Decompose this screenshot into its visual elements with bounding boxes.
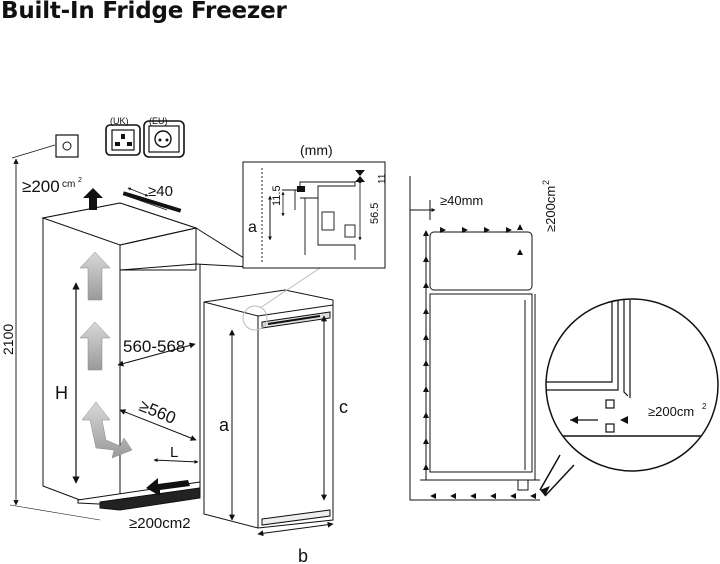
top-vent-arrow: ≥200 cm 2 <box>22 177 103 210</box>
unit-label: (mm) <box>300 142 333 158</box>
appliance-label-a: a <box>219 415 230 435</box>
depth-dimension: ≥560 <box>119 396 197 441</box>
bottom-vent-arrow: ≥200cm2 <box>129 478 191 532</box>
height-label: 2100 <box>0 324 16 355</box>
vent-top-unit: cm <box>62 179 75 190</box>
dim-11-5: 11.5 <box>271 185 283 206</box>
top-gap-bracket: ≥40 <box>122 183 182 213</box>
appliance-label-c: c <box>339 397 348 417</box>
H-label: H <box>55 383 68 403</box>
detail-box: (mm) a 11.5 56.5 11 <box>242 142 388 269</box>
dim-56-5: 56.5 <box>369 203 381 224</box>
detail-label-a: a <box>248 219 257 236</box>
airflow-arrows <box>79 251 133 459</box>
eu-socket-icon: (EU) <box>143 116 185 158</box>
uk-socket-icon: (UK) <box>105 116 141 156</box>
side-vent-sup: 2 <box>541 180 551 185</box>
appliance-dimensions: a c b <box>219 315 348 564</box>
vent-bottom-label: ≥200cm2 <box>129 515 191 532</box>
detail-callout-circle <box>242 305 268 331</box>
depth-label: ≥560 <box>137 396 179 428</box>
appliance-label-b: b <box>298 546 308 564</box>
side-gap-label: ≥40mm <box>440 193 483 208</box>
side-view <box>409 176 540 501</box>
wall-socket-icon <box>11 134 79 159</box>
zoom-detail: ≥200cm 2 <box>539 298 719 497</box>
appliance-body <box>203 289 334 529</box>
zoom-vent-sup: 2 <box>702 402 707 411</box>
zoom-vent-value: ≥200cm <box>648 404 694 419</box>
L-dimension: L <box>153 444 199 464</box>
side-labels: ≥40mm ≥200cm 2 <box>440 180 558 232</box>
vent-top-sup: 2 <box>78 177 82 184</box>
gap-top-label: ≥40 <box>148 183 173 200</box>
L-label: L <box>170 444 178 461</box>
width-label: 560-568 <box>123 337 185 356</box>
vent-top-value: ≥200 <box>22 177 60 196</box>
side-vent-value: ≥200cm <box>543 186 558 232</box>
uk-label: (UK) <box>110 116 129 126</box>
height-dimension: 2100 <box>0 158 101 521</box>
H-dimension: H <box>55 282 80 484</box>
page-title: Built-In Fridge Freezer <box>1 0 287 24</box>
width-dimension: 560-568 <box>117 337 196 367</box>
side-airflow-arrows <box>423 224 536 499</box>
dim-11: 11 <box>377 173 388 184</box>
